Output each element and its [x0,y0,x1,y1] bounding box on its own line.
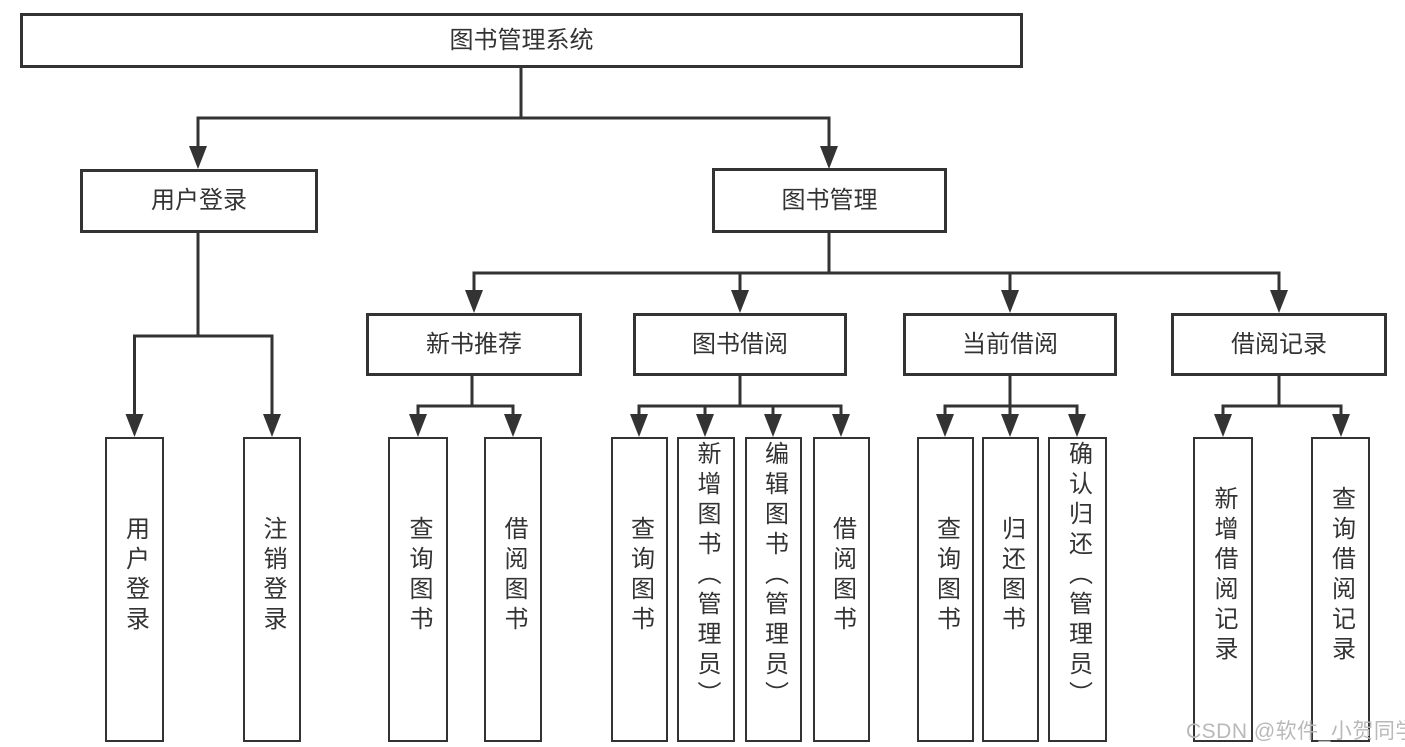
node-library-management-system: 图书管理系统 [20,13,1023,68]
node-book-management: 图书管理 [712,168,947,233]
leaf-label: 归还图书 [997,515,1025,636]
leaf-add-borrowing-record: 新增借阅记录 [1193,437,1253,742]
node-borrowing-records: 借阅记录 [1171,313,1387,376]
node-current-borrowing: 当前借阅 [903,313,1117,376]
leaf-label: 注销登录 [259,515,286,636]
leaf-label: 查询图书 [626,515,654,636]
leaf-label: 用户登录 [121,515,149,636]
leaf-label: 确认归还（管理员） [1064,440,1092,711]
node-label: 新书推荐 [426,330,522,358]
leaf-label: 查询借阅记录 [1327,485,1355,666]
leaf-edit-books-admin: 编辑图书（管理员） [745,437,802,742]
leaf-label: 新增图书（管理员） [693,440,720,711]
leaf-label: 借阅图书 [500,515,527,636]
leaf-logout-login: 注销登录 [243,437,301,742]
leaf-label: 编辑图书（管理员） [760,440,788,711]
leaf-user-login: 用户登录 [105,437,164,742]
node-label: 图书管理系统 [449,26,594,54]
node-user-login: 用户登录 [80,169,318,233]
leaf-borrow-books-recommend: 借阅图书 [484,437,542,742]
leaf-query-books-current: 查询图书 [917,437,974,742]
node-new-book-recommendation: 新书推荐 [366,313,582,376]
leaf-query-books-borrowing: 查询图书 [611,437,668,742]
leaf-label: 新增借阅记录 [1210,485,1237,666]
node-label: 图书管理 [781,186,878,214]
node-label: 图书借阅 [692,330,788,358]
leaf-label: 借阅图书 [828,515,856,636]
leaf-confirm-return-admin: 确认归还（管理员） [1048,437,1107,742]
node-label: 用户登录 [151,187,247,214]
leaf-query-books-recommend: 查询图书 [388,437,448,742]
node-label: 当前借阅 [962,330,1058,358]
watermark-text: CSDN @软件_小贺同学 [1186,720,1405,743]
leaf-add-books-admin: 新增图书（管理员） [677,437,735,742]
leaf-label: 查询图书 [405,515,432,636]
node-label: 借阅记录 [1231,330,1327,358]
leaf-label: 查询图书 [932,515,960,636]
leaf-return-books: 归还图书 [982,437,1039,742]
node-book-borrowing: 图书借阅 [633,313,847,376]
leaf-query-borrowing-record: 查询借阅记录 [1311,437,1370,742]
leaf-borrow-books-borrowing: 借阅图书 [813,437,870,742]
